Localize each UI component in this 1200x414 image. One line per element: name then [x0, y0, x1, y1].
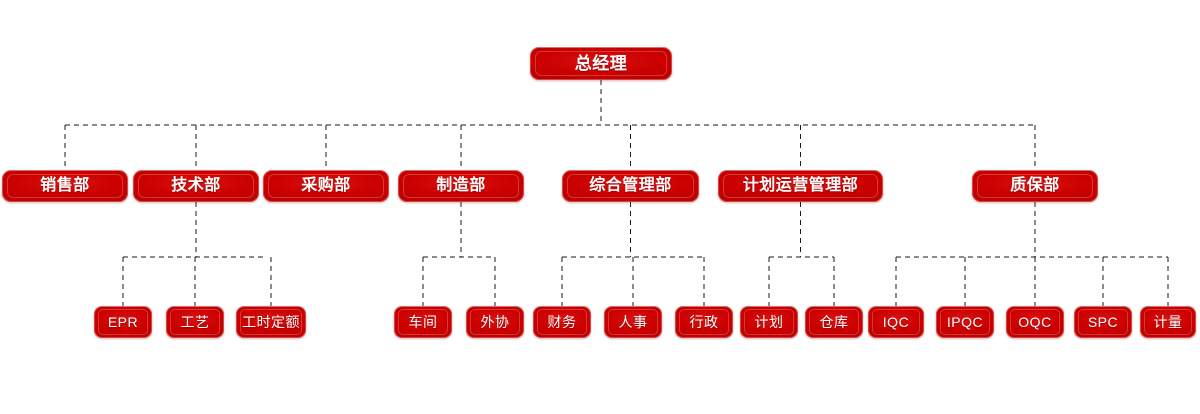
org-node-label: 人事 — [618, 314, 648, 330]
org-node-wh[interactable]: 仓库 — [805, 306, 863, 338]
org-node-label: 计量 — [1153, 314, 1183, 330]
org-node-iqc[interactable]: IQC — [868, 306, 924, 338]
org-node-plan[interactable]: 计划运营管理部 — [718, 170, 883, 202]
org-node-label: OQC — [1018, 314, 1052, 330]
org-node-label: 质保部 — [1010, 177, 1060, 194]
org-node-fin[interactable]: 财务 — [533, 306, 591, 338]
org-node-label: 总经理 — [574, 54, 628, 73]
org-node-label: IQC — [882, 314, 910, 330]
org-node-label: 外协 — [480, 314, 510, 330]
org-node-outs[interactable]: 外协 — [466, 306, 524, 338]
org-node-label: EPR — [107, 314, 139, 330]
org-node-shop[interactable]: 车间 — [394, 306, 452, 338]
org-node-quota[interactable]: 工时定额 — [236, 306, 306, 338]
org-node-label: SPC — [1087, 314, 1119, 330]
org-node-label: 技术部 — [171, 177, 221, 194]
org-node-label: 工艺 — [180, 314, 210, 330]
org-node-label: 销售部 — [40, 177, 90, 194]
org-node-label: 仓库 — [819, 314, 849, 330]
org-node-craft[interactable]: 工艺 — [166, 306, 224, 338]
org-node-epr[interactable]: EPR — [94, 306, 152, 338]
org-node-qa[interactable]: 质保部 — [972, 170, 1098, 202]
org-node-mfg[interactable]: 制造部 — [398, 170, 524, 202]
org-node-adm[interactable]: 行政 — [675, 306, 733, 338]
org-node-hr[interactable]: 人事 — [604, 306, 662, 338]
org-node-label: 综合管理部 — [589, 177, 672, 194]
org-node-gm[interactable]: 总经理 — [530, 47, 672, 80]
org-node-ipqc[interactable]: IPQC — [936, 306, 994, 338]
org-node-label: 行政 — [689, 314, 719, 330]
org-node-label: 车间 — [408, 314, 438, 330]
org-node-sales[interactable]: 销售部 — [2, 170, 128, 202]
org-node-label: 计划 — [754, 314, 784, 330]
org-node-meas[interactable]: 计量 — [1140, 306, 1196, 338]
org-node-label: 采购部 — [301, 177, 351, 194]
org-node-label: 工时定额 — [242, 314, 300, 330]
org-node-label: 财务 — [547, 314, 577, 330]
org-node-label: IPQC — [946, 314, 984, 330]
org-node-label: 计划运营管理部 — [742, 177, 859, 194]
org-node-admin[interactable]: 综合管理部 — [562, 170, 699, 202]
org-node-tech[interactable]: 技术部 — [133, 170, 259, 202]
org-node-oqc[interactable]: OQC — [1006, 306, 1064, 338]
org-node-label: 制造部 — [436, 177, 486, 194]
org-node-spc[interactable]: SPC — [1074, 306, 1132, 338]
org-node-purch[interactable]: 采购部 — [263, 170, 389, 202]
org-node-pln[interactable]: 计划 — [740, 306, 798, 338]
